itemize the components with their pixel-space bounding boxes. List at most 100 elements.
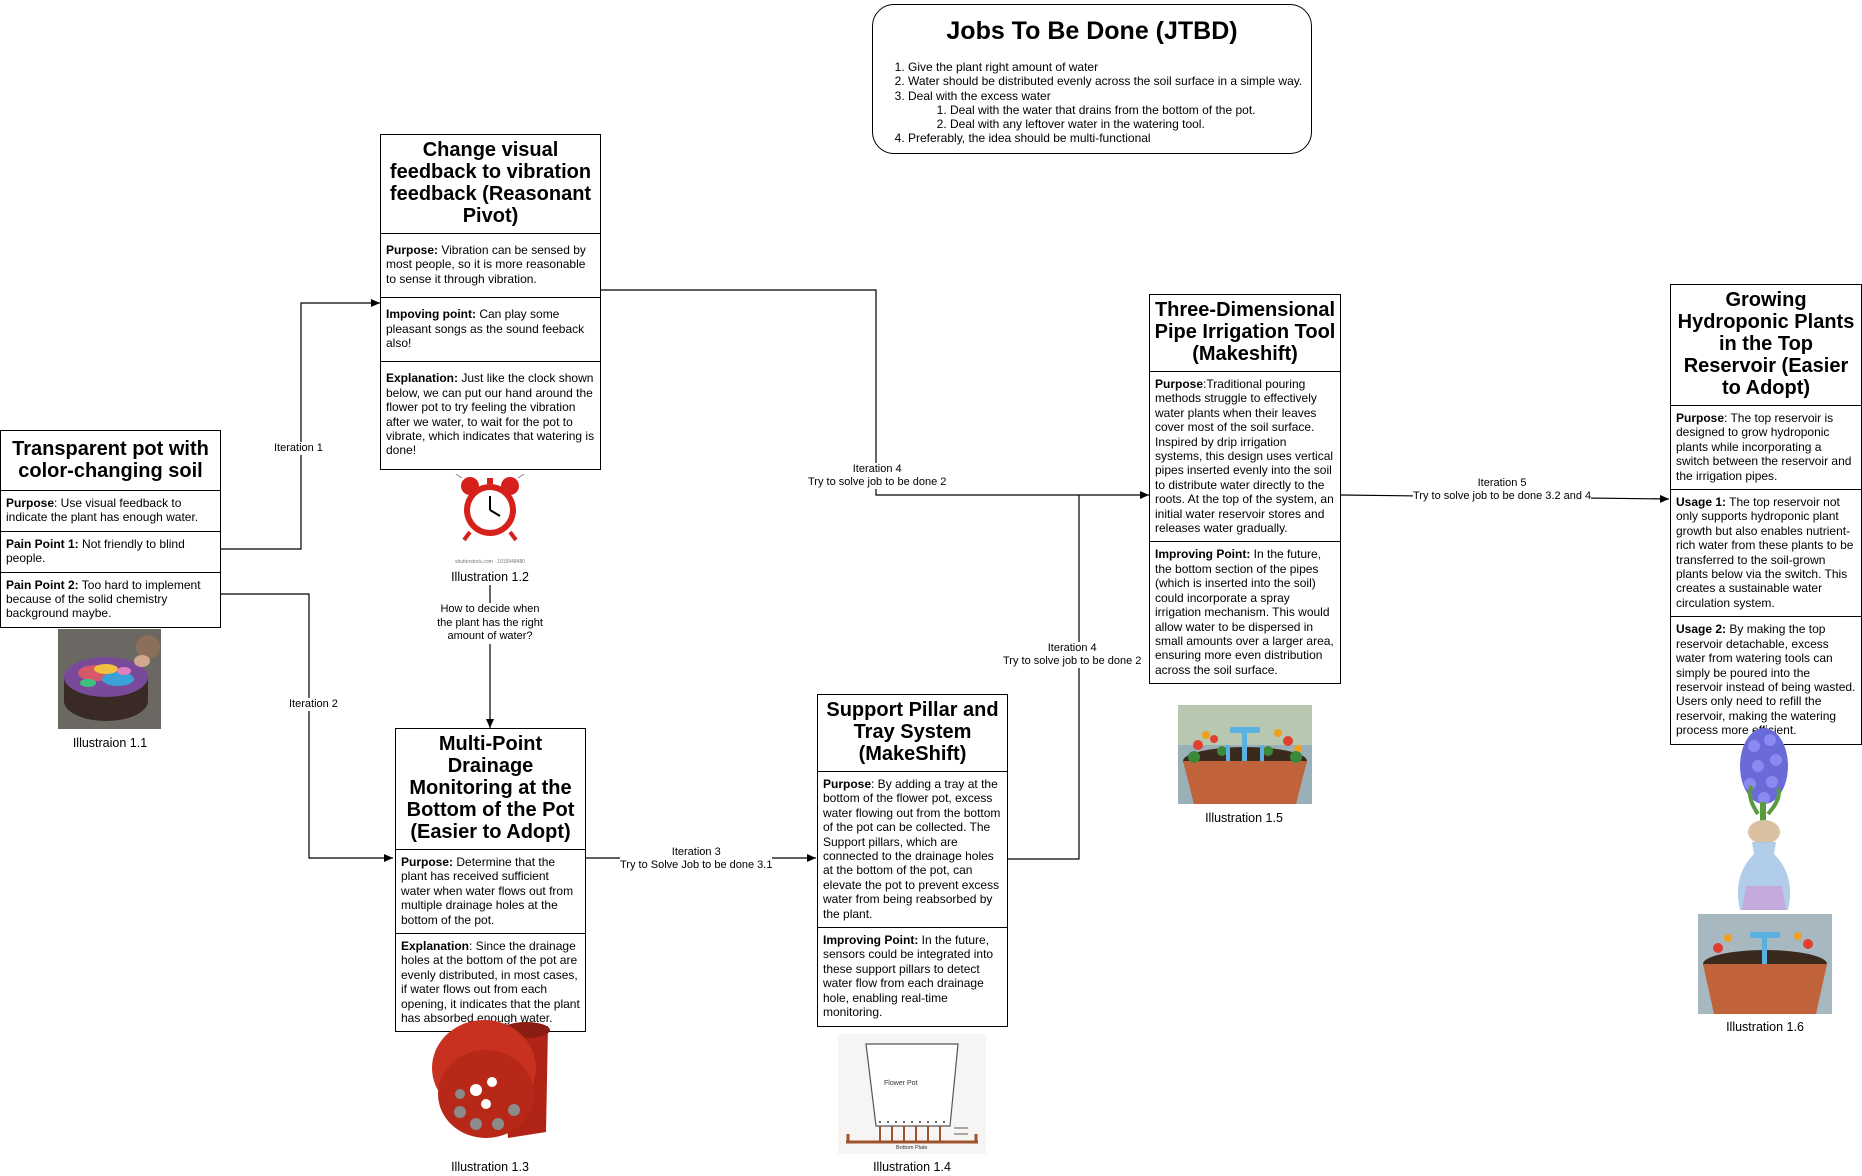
edge-label-subtitle: Try to solve job to be done 3.2 and 4 (1413, 490, 1592, 502)
jtbd-item: Deal with the excess water Deal with the… (908, 89, 1311, 132)
node-multi-point-drainage: Multi-Point Drainage Monitoring at the B… (395, 728, 586, 1033)
caption-illustration-1-1: Illustraion 1.1 (72, 736, 148, 750)
edge-label-subtitle: Try to solve job to be done 2 (808, 476, 947, 488)
jtbd-subitem: Deal with the water that drains from the… (950, 103, 1311, 117)
question-label: How to decide when the plant has the rig… (434, 603, 546, 644)
node-purpose: Purpose: The top reservoir is designed t… (1671, 406, 1861, 491)
edge-iteration-4-bottom (1008, 495, 1080, 860)
edge-label-iteration-5: Iteration 5 Try to solve job to be done … (1413, 477, 1592, 503)
section-text: : Since the drainage holes at the bottom… (401, 939, 580, 1026)
jtbd-box: Jobs To Be Done (JTBD) Give the plant ri… (872, 4, 1312, 154)
section-text: Vibration can be sensed by most people, … (386, 243, 586, 286)
section-text: Just like the clock shown below, we can … (386, 371, 595, 458)
section-label: Pain Point 1: (6, 536, 79, 551)
jtbd-item-text: Deal with the excess water (908, 88, 1051, 103)
edge-iteration-1 (221, 299, 380, 550)
node-improving-point: Impoving point: Can play some pleasant s… (381, 298, 600, 363)
section-label: Purpose (1155, 377, 1204, 391)
section-label: Improving Point: (1155, 547, 1251, 562)
node-3d-pipe-irrigation: Three-Dimensional Pipe Irrigation Tool (… (1149, 294, 1341, 685)
section-text: Too hard to implement because of the sol… (6, 577, 201, 621)
node-title: Three-Dimensional Pipe Irrigation Tool (… (1150, 295, 1340, 372)
edge-label-iteration-3: Iteration 3 Try to Solve Job to be done … (620, 846, 773, 872)
node-purpose: Purpose:Traditional pouring methods stru… (1150, 372, 1340, 543)
section-label: Usage 2: (1676, 622, 1727, 637)
illustration-hydroponic-hyacinth (1698, 726, 1832, 1014)
node-pain-point-2: Pain Point 2: Too hard to implement beca… (1, 573, 220, 627)
section-text: The top reservoir not only supports hydr… (1676, 495, 1854, 610)
jtbd-list: Give the plant right amount of water Wat… (873, 60, 1311, 146)
section-text: By making the top reservoir detachable, … (1676, 622, 1856, 738)
illustration-watermark: shutterstock.com · 1919948480 (440, 556, 540, 569)
jtbd-subitem: Deal with any leftover water in the wate… (950, 117, 1311, 131)
section-text: : By adding a tray at the bottom of the … (823, 777, 1001, 921)
question-text: How to decide when the plant has the rig… (437, 603, 543, 642)
edge-label-iteration-4-top: Iteration 4 Try to solve job to be done … (808, 463, 947, 489)
jtbd-item: Give the plant right amount of water (908, 60, 1311, 74)
illustration-alarm-clock (452, 473, 528, 564)
node-title: Growing Hydroponic Plants in the Top Res… (1671, 285, 1861, 406)
jtbd-item: Preferably, the idea should be multi-fun… (908, 131, 1311, 145)
node-hydroponic-reservoir: Growing Hydroponic Plants in the Top Res… (1670, 284, 1862, 745)
illustration-pipe-irrigation (1178, 705, 1312, 804)
jtbd-item: Water should be distributed evenly acros… (908, 74, 1311, 88)
edge-label-title: Iteration 3 (671, 846, 721, 858)
section-text: :Traditional pouring methods struggle to… (1155, 377, 1334, 536)
sketch-flower-pot-label: Flower Pot (884, 1080, 918, 1087)
node-explanation: Explanation: Just like the clock shown b… (381, 362, 600, 468)
caption-illustration-1-2: Illustration 1.2 (451, 570, 529, 584)
edge-label-subtitle: Try to Solve Job to be done 3.1 (620, 859, 773, 871)
section-label: Impoving point: (386, 307, 476, 322)
node-usage-2: Usage 2: By making the top reservoir det… (1671, 617, 1861, 743)
edge-label-subtitle: Try to solve job to be done 2 (1003, 655, 1142, 667)
section-label: Explanation: (386, 371, 459, 386)
caption-illustration-1-3: Illustration 1.3 (451, 1160, 529, 1174)
node-improving-point: Improving Point: In the future, sensors … (818, 928, 1007, 1025)
node-explanation: Explanation: Since the drainage holes at… (396, 934, 585, 1031)
edge-label-iteration-4-bottom: Iteration 4 Try to solve job to be done … (1003, 642, 1142, 668)
section-label: Purpose: (386, 243, 439, 257)
section-text: Not friendly to blind people. (6, 536, 185, 566)
node-title: Multi-Point Drainage Monitoring at the B… (396, 729, 585, 850)
node-support-pillar-tray: Support Pillar and Tray System (MakeShif… (817, 694, 1008, 1027)
section-text: In the future, the bottom section of the… (1155, 547, 1334, 677)
caption-illustration-1-4: Illustration 1.4 (873, 1160, 951, 1174)
section-label: Improving Point: (823, 933, 919, 948)
node-usage-1: Usage 1: The top reservoir not only supp… (1671, 490, 1861, 618)
node-purpose: Purpose: By adding a tray at the bottom … (818, 772, 1007, 929)
illustration-tray-sketch: Flower Pot Bottom Plate (838, 1034, 986, 1154)
node-improving-point: Improving Point: In the future, the bott… (1150, 542, 1340, 683)
illustration-drainage-pot (430, 1012, 552, 1152)
node-pain-point-1: Pain Point 1: Not friendly to blind peop… (1, 532, 220, 573)
section-text: : Use visual feedback to indicate the pl… (6, 496, 199, 525)
caption-illustration-1-6: Illustration 1.6 (1726, 1020, 1804, 1034)
edge-label-iteration-2: Iteration 2 (289, 698, 338, 711)
edge-iteration-4-top (601, 289, 1149, 499)
node-vibration-feedback: Change visual feedback to vibration feed… (380, 134, 601, 470)
node-title: Support Pillar and Tray System (MakeShif… (818, 695, 1007, 772)
edge-label-iteration-1: Iteration 1 (274, 442, 323, 455)
section-label: Pain Point 2: (6, 577, 79, 592)
node-title: Change visual feedback to vibration feed… (381, 135, 600, 234)
node-purpose: Purpose: Vibration can be sensed by most… (381, 234, 600, 299)
edge-label-title: Iteration 4 (852, 463, 902, 475)
section-text: Can play some pleasant songs as the soun… (386, 307, 585, 351)
section-label: Usage 1: (1676, 495, 1727, 510)
node-transparent-pot: Transparent pot with color-changing soil… (0, 430, 221, 628)
edge-label-title: Iteration 5 (1477, 477, 1527, 489)
section-label: Purpose (823, 777, 872, 791)
caption-illustration-1-5: Illustration 1.5 (1205, 811, 1283, 825)
illustration-color-soil-pot (58, 629, 161, 729)
section-label: Purpose: (401, 855, 454, 869)
sketch-bottom-plate-label: Bottom Plate (896, 1145, 928, 1151)
node-purpose: Purpose: Use visual feedback to indicate… (1, 491, 220, 532)
jtbd-title: Jobs To Be Done (JTBD) (946, 17, 1238, 45)
section-label: Explanation (401, 939, 470, 954)
section-text: : The top reservoir is designed to grow … (1676, 411, 1852, 483)
section-label: Purpose (6, 496, 55, 510)
section-text: In the future, sensors could be integrat… (823, 933, 994, 1020)
edge-iteration-2 (221, 593, 393, 862)
node-title: Transparent pot with color-changing soil (1, 431, 220, 491)
section-text: Determine that the plant has received su… (401, 855, 574, 927)
section-label: Purpose (1676, 411, 1725, 425)
